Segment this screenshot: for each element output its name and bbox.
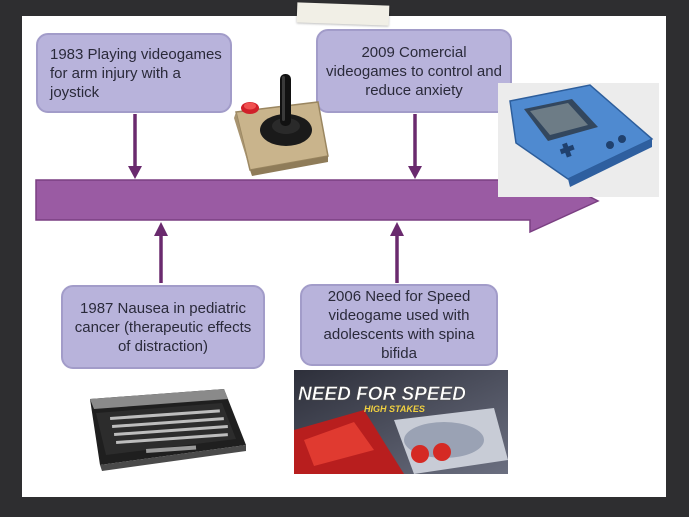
connector-1983-head: [128, 166, 142, 179]
connector-2006-head: [390, 222, 404, 236]
home-computer-photo: [90, 389, 246, 471]
event-text-1987: 1987 Nausea in pediatric cancer (therape…: [74, 299, 252, 355]
handheld-console-photo: [498, 83, 659, 197]
event-box-2009: 2009 Comercial videogames to control and…: [316, 29, 512, 113]
event-text-1983: 1983 Playing videogames for arm injury w…: [50, 45, 222, 101]
event-box-1983: 1983 Playing videogames for arm injury w…: [36, 33, 232, 113]
event-box-1987: 1987 Nausea in pediatric cancer (therape…: [61, 285, 265, 369]
event-box-2006: 2006 Need for Speed videogame used with …: [300, 284, 498, 366]
connector-2009-head: [408, 166, 422, 179]
joystick-photo: [234, 74, 329, 176]
cover-subtitle-text: HIGH STAKES: [364, 404, 425, 414]
connector-1987-head: [154, 222, 168, 236]
cover-logo-text: NEED FOR SPEED: [298, 384, 466, 405]
need-for-speed-cover: NEED FOR SPEED HIGH STAKES: [294, 370, 508, 474]
event-text-2009: 2009 Comercial videogames to control and…: [326, 43, 502, 99]
event-text-2006: 2006 Need for Speed videogame used with …: [323, 288, 475, 362]
